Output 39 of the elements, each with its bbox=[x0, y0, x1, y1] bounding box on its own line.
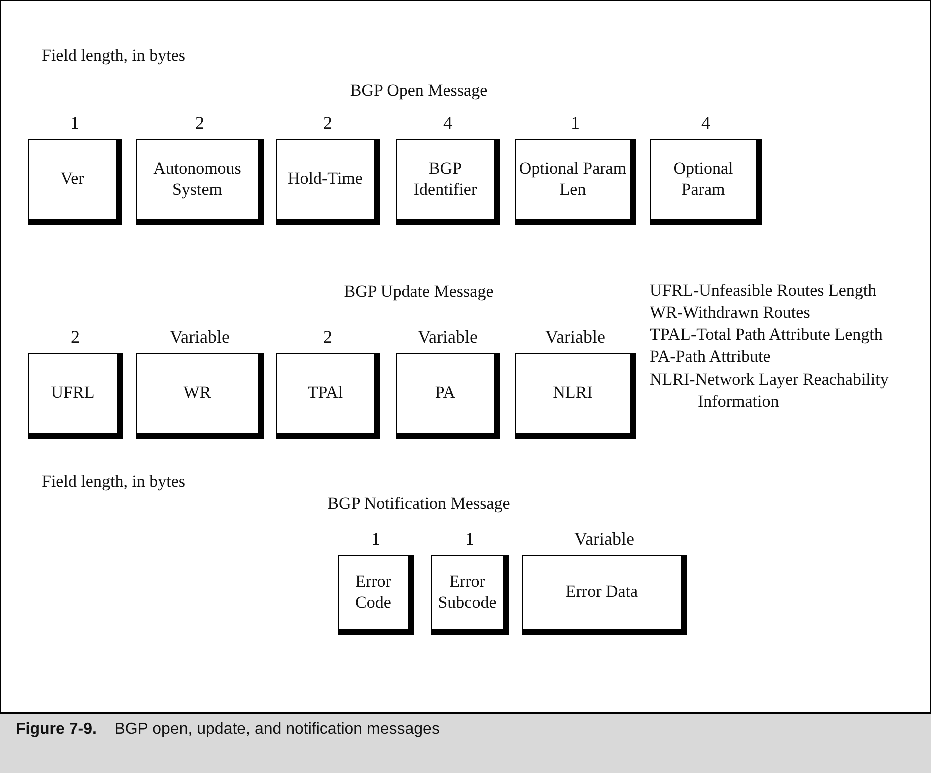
figure-caption: Figure 7-9. BGP open, update, and notification messages bbox=[16, 721, 440, 739]
axis-note: Field length, in bytes bbox=[42, 46, 186, 66]
field-length-label: Variable bbox=[418, 327, 478, 348]
field-name: TPAl bbox=[308, 383, 344, 404]
abbreviation-note: NLRI-Network Layer Reachability Information bbox=[650, 369, 890, 413]
field-length-label: 1 bbox=[571, 113, 580, 134]
field-length-label: Variable bbox=[170, 327, 230, 348]
field-name: Error Subcode bbox=[437, 572, 498, 613]
field-length-label: Variable bbox=[546, 327, 606, 348]
field-length-label: 1 bbox=[70, 113, 80, 134]
field-name: PA bbox=[435, 383, 456, 404]
field-length-label: 2 bbox=[196, 113, 204, 134]
section-title: BGP Update Message bbox=[344, 282, 494, 302]
field-length-label: 1 bbox=[466, 529, 474, 550]
section-title: BGP Notification Message bbox=[328, 494, 510, 514]
axis-note: Field length, in bytes bbox=[42, 472, 186, 492]
field-length-label: Variable bbox=[574, 529, 634, 550]
field-length-label: 4 bbox=[444, 113, 452, 134]
field-name: Optional Param bbox=[672, 159, 734, 200]
abbreviation-note: WR-Withdrawn Routes bbox=[650, 303, 810, 323]
field-name: Hold-Time bbox=[288, 169, 363, 190]
field-length-label: 2 bbox=[324, 113, 332, 134]
abbreviation-note: PA-Path Attribute bbox=[650, 347, 771, 367]
field-name: Optional Param Len bbox=[518, 159, 628, 200]
field-length-label: 4 bbox=[702, 113, 710, 134]
field-name: Error Data bbox=[566, 582, 638, 603]
field-length-label: 1 bbox=[372, 529, 380, 550]
field-name: BGP Identifier bbox=[412, 159, 478, 200]
field-name: Ver bbox=[60, 169, 84, 190]
field-name: UFRL bbox=[51, 383, 95, 404]
field-length-label: 2 bbox=[324, 327, 332, 348]
field-name: Autonomous System bbox=[152, 159, 242, 200]
abbreviation-note: UFRL-Unfeasible Routes Length bbox=[650, 281, 877, 301]
abbreviation-note: TPAL-Total Path Attribute Length bbox=[650, 325, 883, 345]
field-name: NLRI bbox=[553, 383, 593, 404]
section-title: BGP Open Message bbox=[350, 81, 488, 101]
field-name: Error Code bbox=[354, 572, 392, 613]
field-name: WR bbox=[184, 383, 212, 404]
field-length-label: 2 bbox=[71, 327, 80, 348]
